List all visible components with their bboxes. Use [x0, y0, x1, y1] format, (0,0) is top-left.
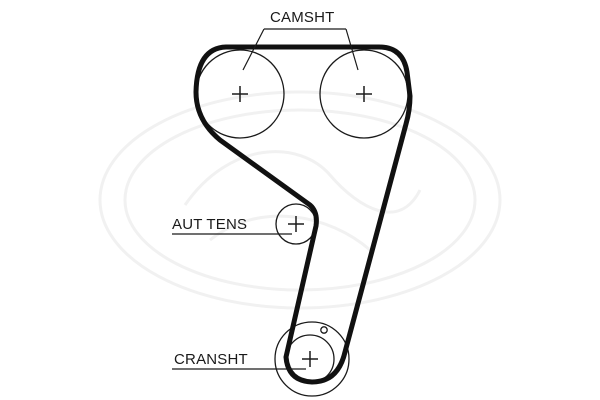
timing-belt [193, 44, 413, 385]
camshaft-label: CAMSHT [270, 9, 335, 26]
camshaft-right-center-icon [356, 86, 372, 102]
crankshaft-center-icon [302, 351, 318, 367]
camshaft-left-center-icon [232, 86, 248, 102]
tensioner-label: AUT TENS [172, 216, 247, 233]
crankshaft-outer-ring [274, 321, 350, 397]
camshaft-leader [242, 28, 359, 71]
crankshaft-label: CRANSHT [174, 351, 248, 368]
timing-mark-icon [320, 326, 328, 334]
tensioner-center-icon [288, 216, 304, 232]
